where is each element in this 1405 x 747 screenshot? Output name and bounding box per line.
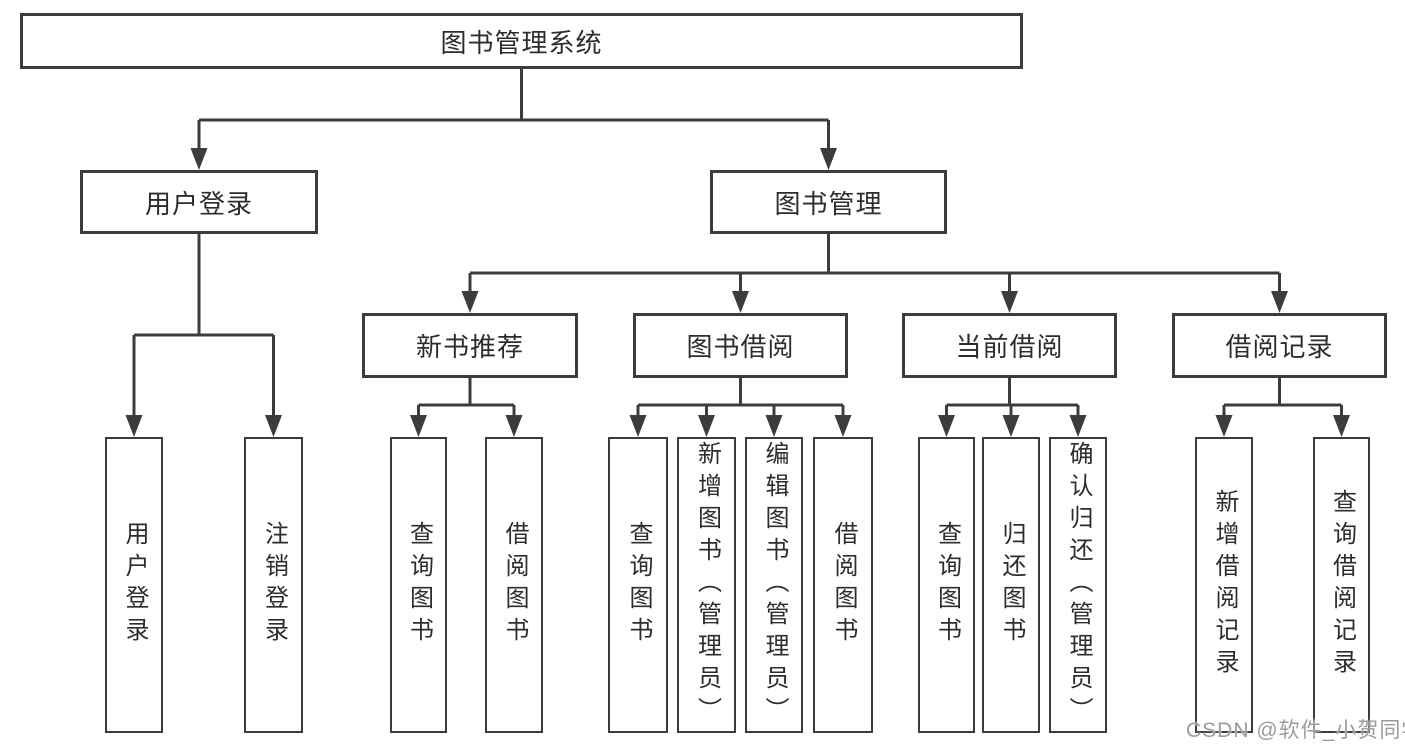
arrowhead bbox=[1271, 291, 1288, 313]
node-label: 查询图书 bbox=[933, 521, 961, 649]
connector-user-login-children bbox=[132, 234, 275, 417]
node-book-borrow: 图书借阅 bbox=[633, 313, 848, 378]
arrowhead bbox=[765, 415, 783, 437]
arrowhead bbox=[1333, 415, 1350, 437]
connector-borrow-record-children bbox=[1222, 378, 1343, 417]
connector-book-management-children bbox=[468, 234, 1281, 293]
node-label: 确认归还（管理员） bbox=[1065, 441, 1092, 729]
connector-book-borrow-children bbox=[636, 378, 845, 417]
node-user-login: 用户登录 bbox=[80, 170, 318, 234]
watermark: CSDN @软件_小贺同学 bbox=[1186, 719, 1405, 742]
node-current-borrow: 当前借阅 bbox=[902, 313, 1117, 378]
node-label: 用户登录 bbox=[144, 188, 253, 219]
leaf-edit-book-admin: 编辑图书（管理员） bbox=[745, 437, 803, 733]
arrowheads bbox=[125, 148, 1350, 437]
arrowhead bbox=[698, 415, 715, 437]
arrowhead bbox=[125, 415, 143, 437]
node-label: 新书推荐 bbox=[415, 332, 524, 362]
arrowhead bbox=[461, 291, 479, 313]
connector-root-to-level2 bbox=[197, 69, 830, 150]
leaf-borrow-books-recommend: 借阅图书 bbox=[485, 437, 543, 733]
node-label: 用户登录 bbox=[121, 521, 148, 649]
arrowhead bbox=[820, 148, 837, 170]
node-borrow-records: 借阅记录 bbox=[1172, 313, 1387, 378]
leaf-return-book: 归还图书 bbox=[982, 437, 1040, 733]
node-label: 查询借阅记录 bbox=[1328, 489, 1356, 681]
node-label: 借阅图书 bbox=[501, 521, 528, 649]
node-label: 编辑图书（管理员） bbox=[761, 441, 788, 729]
leaf-confirm-return-admin: 确认归还（管理员） bbox=[1049, 437, 1107, 733]
leaf-user-login: 用户登录 bbox=[105, 437, 163, 733]
node-label: 新增借阅记录 bbox=[1211, 489, 1238, 681]
arrowhead bbox=[629, 415, 647, 437]
arrowhead bbox=[834, 415, 852, 437]
node-label: 借阅记录 bbox=[1225, 332, 1334, 362]
node-label: 查询图书 bbox=[625, 521, 652, 649]
arrowhead bbox=[1001, 291, 1018, 313]
connector-new-book-children bbox=[417, 378, 516, 417]
leaf-borrow-books: 借阅图书 bbox=[813, 437, 873, 733]
node-label: 当前借阅 bbox=[955, 332, 1064, 362]
node-label: 注销登录 bbox=[260, 521, 288, 649]
node-new-book-recommend: 新书推荐 bbox=[362, 313, 578, 378]
leaf-logout: 注销登录 bbox=[244, 437, 303, 733]
node-label: 图书管理系统 bbox=[440, 27, 603, 58]
node-book-management: 图书管理 bbox=[710, 170, 947, 234]
leaf-add-book-admin: 新增图书（管理员） bbox=[677, 437, 736, 733]
arrowhead bbox=[1002, 415, 1020, 437]
node-label: 归还图书 bbox=[998, 521, 1025, 649]
connector-current-borrow-children bbox=[945, 378, 1080, 417]
arrowhead bbox=[190, 148, 208, 170]
node-label: 借阅图书 bbox=[830, 521, 857, 649]
arrowhead bbox=[732, 291, 749, 313]
arrowhead bbox=[505, 415, 523, 437]
leaf-query-books-borrow: 查询图书 bbox=[608, 437, 668, 733]
node-label: 图书管理 bbox=[774, 188, 883, 219]
arrowhead bbox=[1069, 415, 1087, 437]
arrowhead bbox=[265, 415, 282, 437]
node-label: 新增图书（管理员） bbox=[693, 441, 721, 729]
arrowhead bbox=[938, 415, 955, 437]
leaf-query-books-current: 查询图书 bbox=[918, 437, 975, 733]
node-label: 查询图书 bbox=[405, 521, 433, 649]
node-root-library-system: 图书管理系统 bbox=[20, 13, 1023, 69]
leaf-query-borrow-record: 查询借阅记录 bbox=[1313, 437, 1370, 733]
leaf-query-books-recommend: 查询图书 bbox=[390, 437, 447, 733]
arrowhead bbox=[410, 415, 427, 437]
leaf-add-borrow-record: 新增借阅记录 bbox=[1195, 437, 1253, 733]
node-label: 图书借阅 bbox=[686, 332, 795, 362]
arrowhead bbox=[1215, 415, 1233, 437]
